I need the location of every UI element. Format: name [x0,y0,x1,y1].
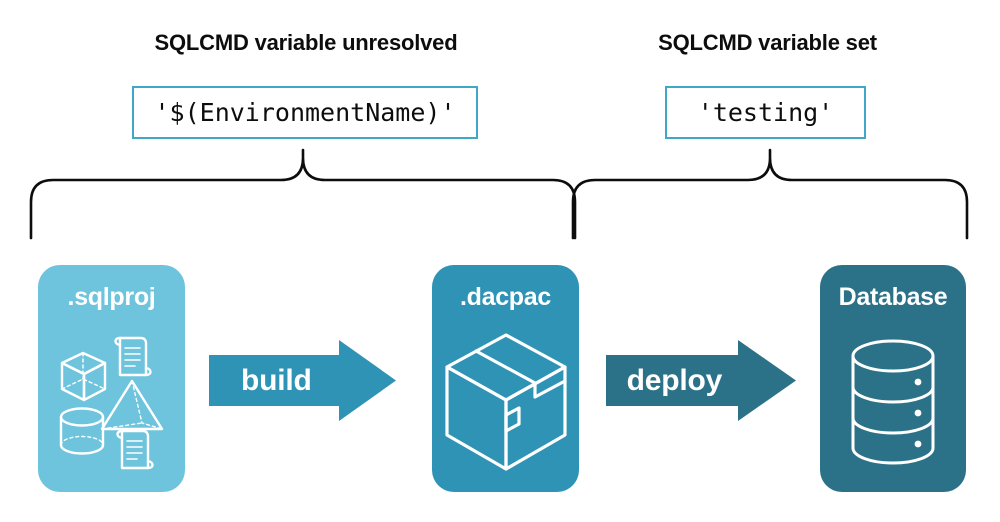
brace-left-icon [28,148,578,240]
arrow-deploy[interactable]: deploy [606,340,796,421]
package-box-icon [444,333,567,471]
artifact-database-art [820,320,966,484]
artifact-database[interactable]: Database [820,265,966,492]
build-arrow-shape [209,340,396,421]
artifact-sqlproj[interactable]: .sqlproj [38,265,185,492]
brace-right-icon [570,148,970,240]
cylinder-icon [59,407,104,455]
artifact-dacpac-label: .dacpac [459,283,551,311]
database-cylinder-icon [851,339,935,465]
heading-sqlcmd-unresolved: SQLCMD variable unresolved [154,30,458,55]
artifact-sqlproj-label: .sqlproj [67,283,156,311]
pyramid-icon [100,379,163,431]
heading-sqlcmd-set: SQLCMD variable set [658,30,877,55]
cube-icon [60,351,106,402]
value-box-environment-name: '$(EnvironmentName)' [132,86,478,139]
value-text-environment-name: '$(EnvironmentName)' [154,98,456,127]
artifact-database-label: Database [838,283,948,311]
value-text-testing: 'testing' [697,98,834,127]
script-scroll-icon [115,429,154,470]
value-box-testing: 'testing' [665,86,866,139]
arrow-build[interactable]: build [209,340,396,421]
artifact-sqlproj-art [38,320,185,484]
artifact-dacpac-art [432,320,579,484]
script-scroll-icon [113,336,152,377]
deploy-arrow-shape [606,340,796,421]
artifact-dacpac[interactable]: .dacpac [432,265,579,492]
